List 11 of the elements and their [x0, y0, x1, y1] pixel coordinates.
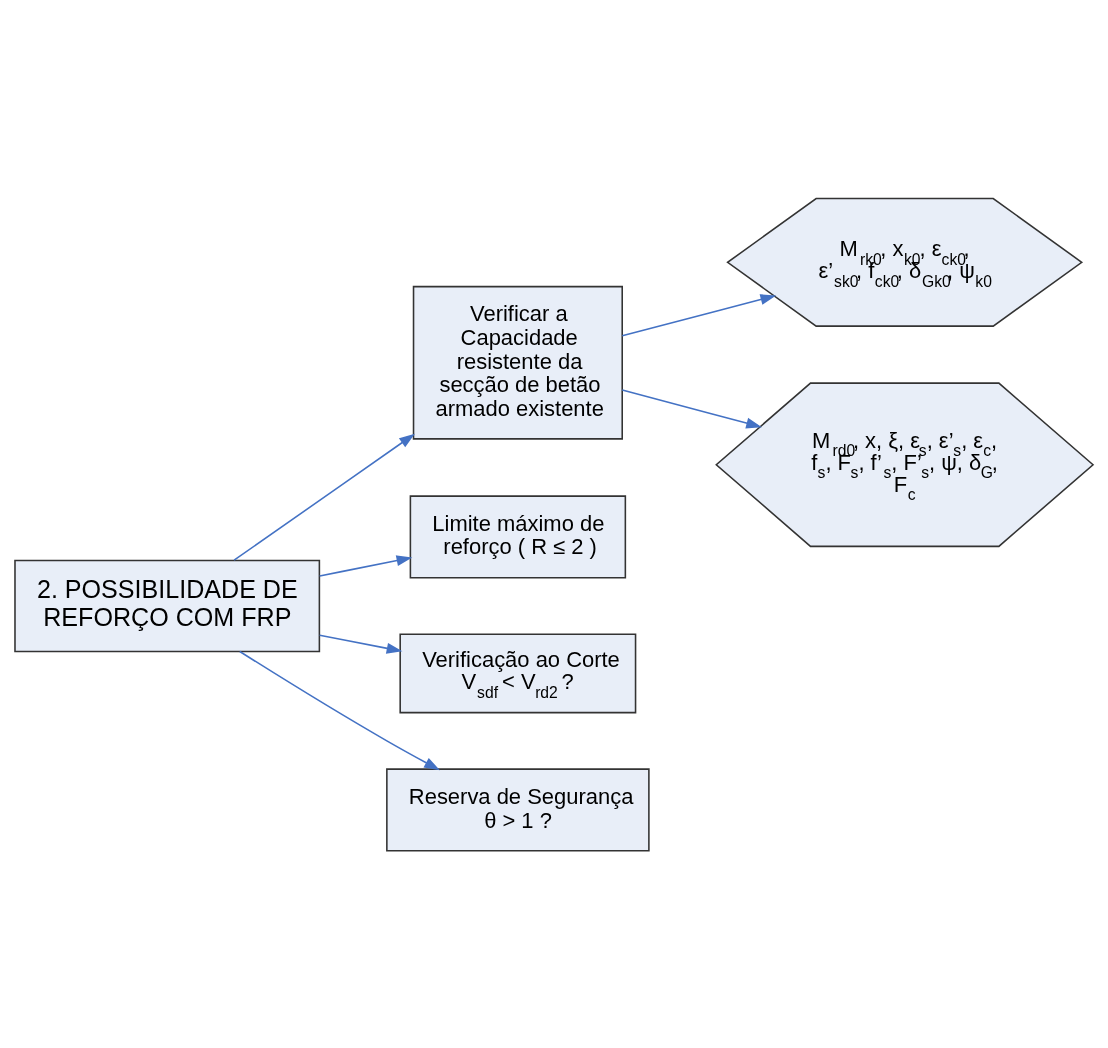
- arrow: [621, 388, 762, 428]
- arrow: [233, 433, 415, 561]
- arrow: [239, 650, 440, 770]
- arrow: [318, 633, 403, 654]
- node-box: Verificação ao Corte V$_{sdf}$ < V$_{rd2}$ ?: [399, 632, 637, 713]
- arrow: [621, 293, 777, 337]
- node-box: 2. POSSIBILIDADE DE REFORÇO COM FRP: [14, 559, 321, 652]
- arrow: [318, 554, 413, 577]
- node-box: Verificar a Capacidade resistente da secção de betão armado existente: [412, 285, 623, 440]
- node-box: Limite máximo de reforço ( R ≤ 2 ): [409, 494, 627, 578]
- node-box: Reserva de Segurança θ > 1 ?: [386, 767, 650, 851]
